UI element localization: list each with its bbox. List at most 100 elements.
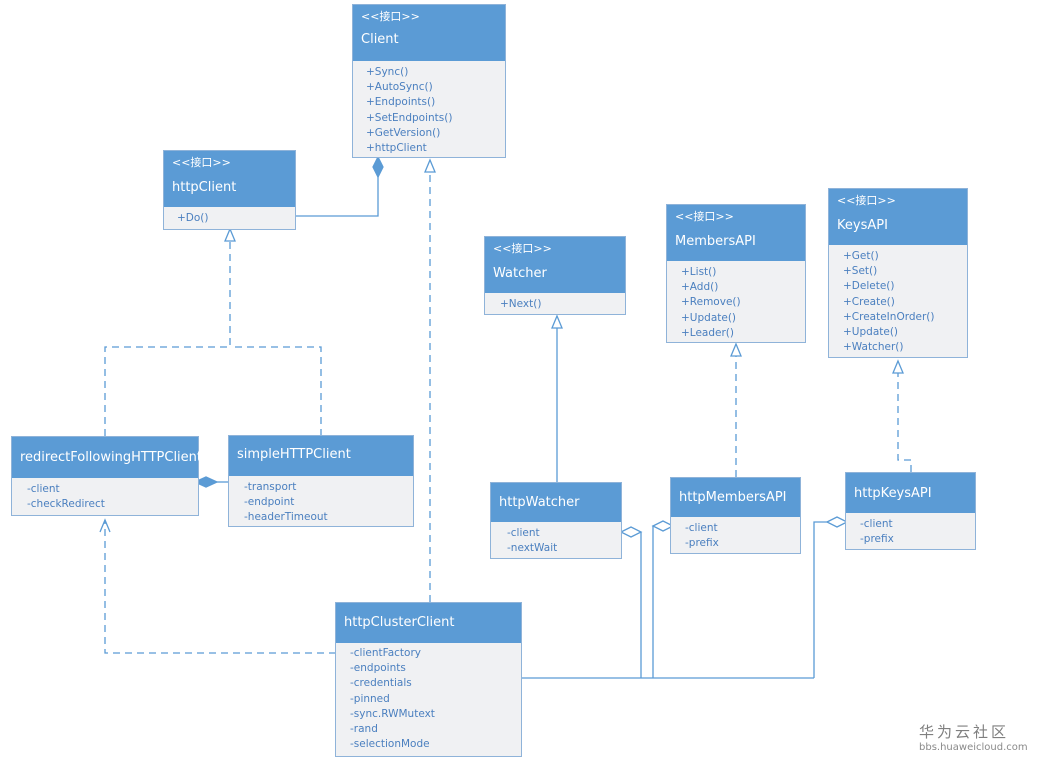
class-httpwatcher: httpWatcher -client -nextWait [490,482,622,559]
composition-line-httpclient-client [292,176,379,217]
member-list: -transport -endpoint -headerTimeout [229,476,413,526]
class-httpclient: <<接口>> httpClient +Do() [163,150,296,230]
class-httpclusterclient-header: httpClusterClient [336,603,521,643]
member: +Update() [843,326,899,339]
member: +Do() [177,212,209,224]
member: -client [685,522,718,534]
member: -clientFactory [350,647,421,659]
class-name: KeysAPI [837,218,888,233]
composition-diamond-client [372,155,384,179]
dependency-arrowhead-redirect [99,518,111,533]
member: +Delete() [843,280,895,293]
member-list: -client -prefix [671,517,800,551]
class-name: httpMembersAPI [679,490,787,505]
member-list: +Do() [164,207,295,226]
class-name: Client [361,32,399,47]
member: +Next() [500,298,542,310]
stereotype-label: <<接口>> [361,10,420,23]
member: +Endpoints() [366,96,436,109]
aggregation-diamond-httpkeys [825,516,849,528]
member: -credentials [350,677,412,690]
aggregation-diamond-httpwatcher [619,526,643,538]
watermark-url: bbs.huaweicloud.com [919,742,1028,753]
member: +Get() [843,250,879,262]
member: -headerTimeout [244,511,328,524]
realization-arrow-watcher [551,314,563,329]
member-list: +Next() [485,293,625,312]
member: +Create() [843,295,895,308]
realization-arrow-client [424,158,436,173]
member: +AutoSync() [366,81,433,94]
class-name: MembersAPI [675,234,756,249]
class-redirectfollowinghttpclient: redirectFollowingHTTPClient -client -che… [11,436,203,516]
class-simplehttpclient: simpleHTTPClient -transport -endpoint -h… [228,435,414,527]
class-membersapi-header: <<接口>> MembersAPI [667,205,805,261]
member: -transport [244,481,297,493]
class-watcher: <<接口>> Watcher +Next() [484,236,626,315]
member: -client [507,527,540,539]
member: -client [27,483,60,495]
member: +GetVersion() [366,126,441,139]
watermark: 华为云社区 bbs.huaweicloud.com [919,723,1028,754]
member: -prefix [860,533,894,546]
member: +Remove() [681,296,741,309]
dependency-line-cluster-redirect [104,520,336,654]
member: +CreateInOrder() [843,310,935,323]
class-keysapi-header: <<接口>> KeysAPI [829,189,967,245]
member: -selectionMode [350,738,430,751]
realization-arrow-keysapi [892,359,904,374]
member-list: -client -prefix [846,513,975,547]
member: -endpoints [350,662,406,675]
realization-line-redirect-httpclient [104,240,231,436]
member: -pinned [350,692,390,705]
class-membersapi: <<接口>> MembersAPI +List() +Add() +Remove… [666,204,806,343]
composition-diamond-redirect [193,476,219,488]
class-httpkeysapi-header: httpKeysAPI [846,473,975,513]
class-simple-header: simpleHTTPClient [229,436,413,476]
class-redirect-header: redirectFollowingHTTPClient [12,437,203,478]
class-keysapi: <<接口>> KeysAPI +Get() +Set() +Delete() +… [828,188,968,358]
class-client-header: <<接口>> Client [353,5,505,61]
member: -client [860,518,893,530]
member-list: +Sync() +AutoSync() +Endpoints() +SetEnd… [353,61,505,156]
member: +Add() [681,281,719,294]
class-httpclusterclient: httpClusterClient -clientFactory -endpoi… [335,602,522,757]
member: -nextWait [507,542,558,555]
member: -sync.RWMutext [350,707,435,720]
member: +Watcher() [843,341,904,354]
stereotype-label: <<接口>> [172,156,231,169]
member-list: -client -checkRedirect [12,478,198,512]
stereotype-label: <<接口>> [675,210,734,223]
aggregation-line-httpkeys [813,521,828,678]
realization-line-simple-httpclient [230,346,322,436]
member-list: -client -nextWait [491,522,621,556]
member: -checkRedirect [27,498,105,511]
class-name: httpKeysAPI [854,486,932,501]
member: +Leader() [681,326,734,339]
class-httpclient-header: <<接口>> httpClient [164,151,295,207]
class-httpmembersapi: httpMembersAPI -client -prefix [670,477,801,554]
realization-arrow-httpclient [224,227,236,242]
class-httpmembersapi-header: httpMembersAPI [671,478,800,517]
member: -prefix [685,537,719,550]
class-name: simpleHTTPClient [237,447,351,462]
stereotype-label: <<接口>> [837,194,896,207]
member: +SetEndpoints() [366,111,453,124]
class-name: redirectFollowingHTTPClient [20,450,203,465]
member: -rand [350,723,378,736]
member: +Update() [681,311,737,324]
member-list: +List() +Add() +Remove() +Update() +Lead… [667,261,805,341]
class-watcher-header: <<接口>> Watcher [485,237,625,293]
member: +List() [681,266,717,278]
realization-arrow-membersapi [730,342,742,357]
stereotype-label: <<接口>> [493,242,552,255]
realization-line-httpkeys-keys [897,373,912,472]
class-httpwatcher-header: httpWatcher [491,483,621,522]
member-list: +Get() +Set() +Delete() +Create() +Creat… [829,245,967,355]
class-name: httpClusterClient [344,615,455,630]
member-list: -clientFactory -endpoints -credentials -… [336,643,521,752]
class-client: <<接口>> Client +Sync() +AutoSync() +Endpo… [352,4,506,158]
member: +Sync() [366,66,409,78]
class-httpkeysapi: httpKeysAPI -client -prefix [845,472,976,550]
